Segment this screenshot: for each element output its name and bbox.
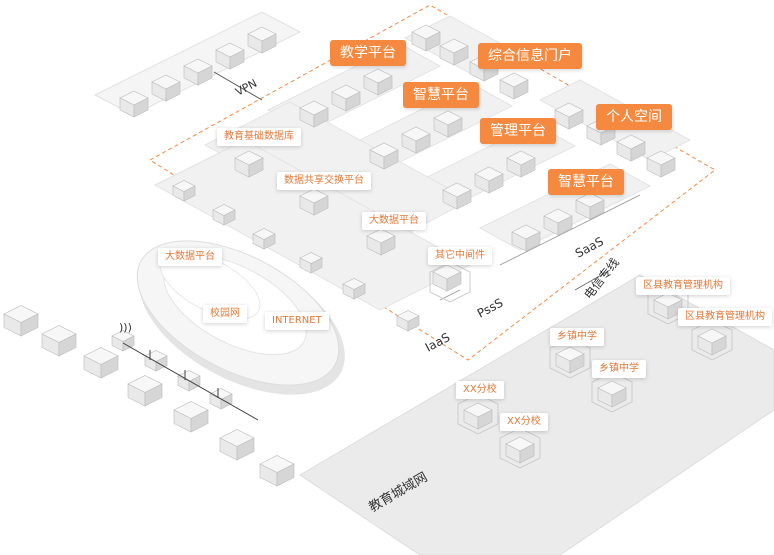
tag-campus-network: 校园网 [203, 305, 247, 323]
tag-county-bureau-2: 区县教育管理机构 [678, 308, 772, 326]
vpn-server-strip [93, 11, 302, 118]
tag-personal-space: 个人空间 [596, 104, 672, 130]
tag-bigdata-inner: 大数据平台 [362, 212, 426, 230]
layer-divider-saas [499, 194, 641, 266]
tag-branch-school-2: XX分校 [500, 413, 548, 431]
tag-data-exchange: 数据共享交换平台 [277, 172, 371, 190]
tag-town-school-1: 乡镇中学 [550, 328, 604, 346]
campus-network-lines [122, 342, 259, 421]
tag-smart-platform-1: 智慧平台 [403, 82, 479, 108]
tag-teaching-platform: 教学平台 [330, 40, 406, 66]
paas-label: PssS [475, 296, 506, 321]
tag-middleware: 其它中间件 [428, 247, 492, 265]
telecom-line [574, 269, 611, 291]
saas-label: SaaS [573, 234, 606, 260]
vpn-link [213, 71, 263, 101]
tag-basic-database: 教育基础数据库 [217, 128, 301, 146]
tag-internet: INTERNET [265, 312, 329, 330]
tag-bigdata-outer: 大数据平台 [158, 248, 222, 266]
wifi-icon: ))) [119, 321, 132, 334]
tag-portal: 综合信息门户 [478, 43, 582, 69]
vpn-label: VPN [233, 77, 259, 99]
tag-management-platform: 管理平台 [480, 118, 556, 144]
tag-county-bureau-1: 区县教育管理机构 [636, 277, 730, 295]
tag-smart-platform-2: 智慧平台 [548, 169, 624, 195]
tag-branch-school-1: XX分校 [456, 381, 504, 399]
tag-town-school-2: 乡镇中学 [592, 360, 646, 378]
